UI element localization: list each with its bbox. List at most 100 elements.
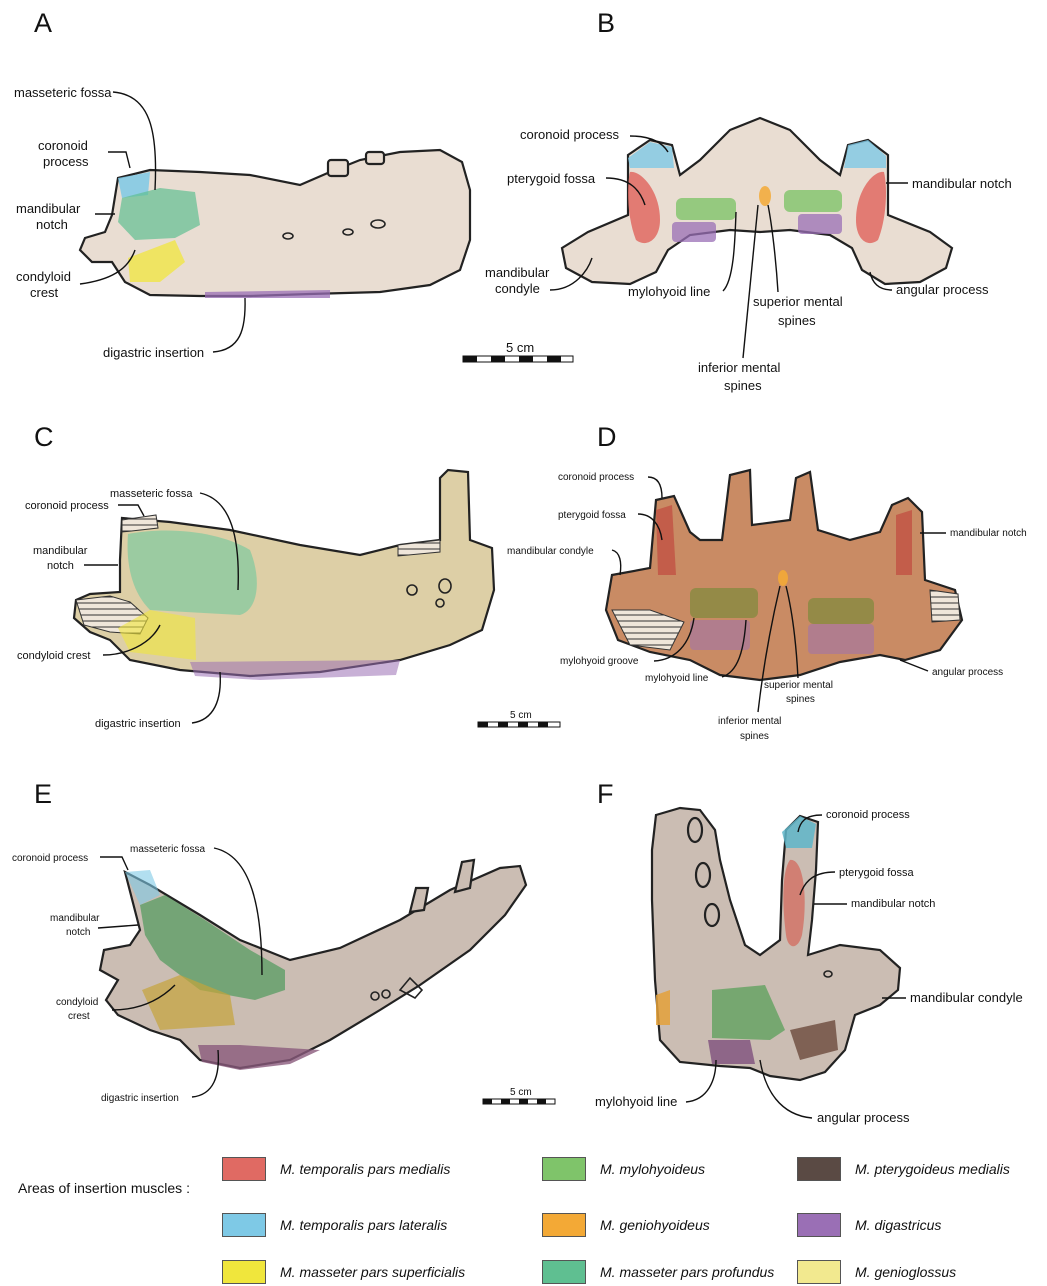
d-label-condyle: mandibular condyle [507, 546, 594, 557]
c-label-mandibular-notch-2: notch [47, 560, 74, 572]
panel-f-tooth [705, 904, 719, 926]
e-label-mandibular-notch-2: notch [66, 927, 90, 938]
a-scale-bar: 5 cm [463, 340, 573, 362]
c-label-masseteric: masseteric fossa [110, 488, 193, 500]
legend-swatch [797, 1260, 841, 1284]
e-label-condyloid-1: condyloid [56, 997, 98, 1008]
panel-f-letter: F [597, 779, 614, 809]
d-label-inferior-2: spines [740, 731, 769, 742]
legend-label: M. digastricus [855, 1217, 941, 1233]
legend-label: M. temporalis pars medialis [280, 1161, 450, 1177]
b-label-inferior-1: inferior mental [698, 360, 780, 375]
legend-item-temporalis-medialis: M. temporalis pars medialis [222, 1155, 450, 1183]
legend-item-mylohyoideus: M. mylohyoideus [542, 1155, 705, 1183]
f-label-angular: angular process [817, 1110, 910, 1125]
legend-swatch [542, 1157, 586, 1181]
panel-d-mylohyoideus-left [690, 588, 758, 618]
d-leader-condyle [612, 550, 621, 575]
f-leader-mylohyoid [686, 1060, 716, 1102]
legend-label: M. masseter pars superficialis [280, 1264, 465, 1280]
e-label-masseteric: masseteric fossa [130, 844, 205, 855]
f-label-mandibular-notch: mandibular notch [851, 898, 935, 910]
c-leader-digastric [192, 672, 220, 723]
panel-d-digastricus-left [690, 620, 750, 650]
legend-label: M. masseter pars profundus [600, 1264, 774, 1280]
b-label-angular: angular process [896, 282, 989, 297]
panel-d-digastricus-right [808, 624, 874, 654]
panel-b-digastricus-right [798, 214, 842, 234]
panel-d-hatched-right [930, 590, 960, 622]
legend-label: M. mylohyoideus [600, 1161, 705, 1177]
c-label-mandibular-notch-1: mandibular [33, 545, 88, 557]
a-leader-digastric [213, 298, 245, 352]
b-label-coronoid: coronoid process [520, 127, 619, 142]
panel-e-tooth [455, 860, 474, 892]
legend-swatch [797, 1213, 841, 1237]
d-label-pterygoid: pterygoid fossa [558, 510, 626, 521]
panel-d-temporalis-medialis-right [896, 510, 912, 575]
e-label-condyloid-2: crest [68, 1011, 90, 1022]
panel-a-tooth [366, 152, 384, 164]
c-scale-label: 5 cm [510, 710, 532, 721]
f-label-coronoid: coronoid process [826, 809, 910, 821]
e-label-mandibular-notch-1: mandibular [50, 913, 100, 924]
panel-f-geniohyoideus-area [656, 990, 670, 1025]
legend-item-masseter-profundus: M. masseter pars profundus [542, 1258, 774, 1286]
legend-swatch [542, 1213, 586, 1237]
a-leader-coronoid [108, 152, 130, 168]
f-label-mylohyoid: mylohyoid line [595, 1094, 677, 1109]
a-label-masseteric-fossa: masseteric fossa [14, 85, 112, 100]
d-label-angular: angular process [932, 667, 1003, 678]
panel-d-mylohyoideus-right [808, 598, 874, 624]
panel-f-mandible [652, 808, 900, 1080]
a-label-coronoid-2: process [43, 154, 89, 169]
panel-e-tooth [410, 888, 428, 912]
panel-d: D coronoid process pterygoid fossa mandi… [507, 422, 1027, 742]
c-label-digastric: digastric insertion [95, 718, 181, 730]
panel-b-mandible [562, 118, 952, 284]
panel-e-letter: E [34, 779, 52, 809]
panel-b-mylohyoideus-left [676, 198, 736, 220]
legend-item-pterygoideus-medialis: M. pterygoideus medialis [797, 1155, 1010, 1183]
legend-label: M. genioglossus [855, 1264, 956, 1280]
legend-item-temporalis-lateralis: M. temporalis pars lateralis [222, 1211, 447, 1239]
b-label-mylohyoid: mylohyoid line [628, 284, 710, 299]
b-label-mandibular-notch: mandibular notch [912, 176, 1012, 191]
e-scale-label: 5 cm [510, 1087, 532, 1098]
panel-f-tooth [696, 863, 710, 887]
panel-c-digastricus-area [190, 660, 400, 680]
b-label-condyle-1: mandibular [485, 265, 550, 280]
a-label-condyloid-1: condyloid [16, 269, 71, 284]
legend-label: M. pterygoideus medialis [855, 1161, 1010, 1177]
legend-label: M. geniohyoideus [600, 1217, 710, 1233]
panel-d-letter: D [597, 422, 617, 452]
a-label-coronoid-1: coronoid [38, 138, 88, 153]
legend-swatch [797, 1157, 841, 1181]
d-leader-coronoid [648, 477, 662, 498]
b-label-superior-1: superior mental [753, 294, 843, 309]
legend-swatch [222, 1157, 266, 1181]
d-label-mylohyoid-groove: mylohyoid groove [560, 656, 639, 667]
legend-label: M. temporalis pars lateralis [280, 1217, 447, 1233]
legend-item-geniohyoideus: M. geniohyoideus [542, 1211, 710, 1239]
c-label-condyloid: condyloid crest [17, 650, 90, 662]
panel-c: C masseteric fossa coronoid process mand… [17, 422, 560, 730]
d-label-mylohyoid-line: mylohyoid line [645, 673, 709, 684]
panel-a-letter: A [34, 8, 52, 38]
a-scale-label: 5 cm [506, 340, 534, 355]
e-label-digastric: digastric insertion [101, 1093, 179, 1104]
d-label-inferior-1: inferior mental [718, 716, 781, 727]
a-label-mandibular-notch-1: mandibular [16, 201, 81, 216]
panel-a-tooth [328, 160, 348, 176]
f-label-condyle: mandibular condyle [910, 990, 1023, 1005]
a-label-mandibular-notch-2: notch [36, 217, 68, 232]
e-leader-mandibular-notch [98, 925, 138, 928]
d-label-mandibular-notch: mandibular notch [950, 528, 1027, 539]
panel-b-letter: B [597, 8, 615, 38]
a-label-digastric: digastric insertion [103, 345, 204, 360]
panel-d-geniohyoideus [778, 570, 788, 586]
c-scale-bar: 5 cm [478, 710, 560, 727]
d-label-superior-1: superior mental [764, 680, 833, 691]
c-leader-coronoid [118, 505, 144, 516]
